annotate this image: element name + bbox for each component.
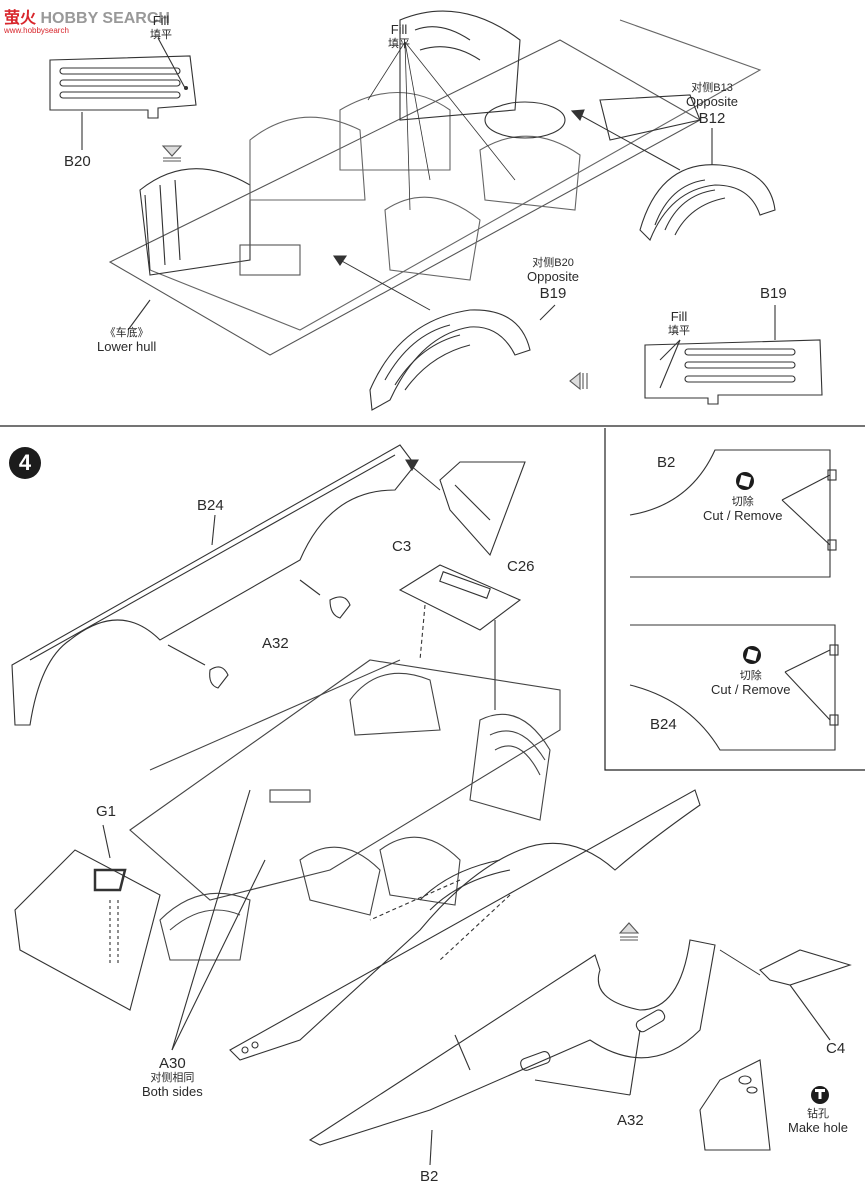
fill-label-en: Fill <box>152 13 170 28</box>
fill-label-cn: 填平 <box>388 37 410 50</box>
fill-label-cn: 填平 <box>150 28 172 41</box>
watermark-brand-en: HOBBY SEARCH <box>40 10 170 27</box>
c3-part <box>439 461 526 557</box>
drill-icon <box>811 1086 829 1104</box>
a30-both-sides-en: Both sides <box>142 1083 203 1099</box>
b20-detail-plate <box>49 37 197 119</box>
fill-label-cn: 填平 <box>668 324 690 337</box>
fill-label-center: Fill 填平 <box>388 22 410 51</box>
label-c26: C26 <box>507 558 535 575</box>
lower-hull-label: 《车底》 Lower hull <box>97 327 156 355</box>
lower-hull-cn: 《车底》 <box>104 327 149 339</box>
fill-leader-lines <box>367 41 516 211</box>
detail-label-b2: B2 <box>657 454 676 471</box>
b13-opposite-en: Opposite <box>686 93 739 109</box>
label-a30: A30 <box>159 1055 186 1072</box>
drill-label: 钻孔 Make hole <box>788 1108 848 1136</box>
detail-panel-border <box>604 428 865 771</box>
cut-label-2: 切除 Cut / Remove <box>711 670 790 698</box>
cut-cn: 切除 <box>739 670 762 682</box>
b24-side-panel <box>11 444 416 726</box>
b20-opposite-label: 对侧B20 Opposite B19 <box>527 257 579 302</box>
g1-plate <box>14 849 161 1011</box>
b2-side-panel-upper <box>229 789 701 1061</box>
a32-top-part-2 <box>209 666 229 689</box>
fill-label-en: Fill <box>390 22 408 37</box>
fill-label-b19: Fill 填平 <box>668 309 690 338</box>
cut-cn: 切除 <box>731 496 754 508</box>
label-c3: C3 <box>392 538 412 555</box>
b13-opposite-label: 对侧B13 Opposite B12 <box>686 82 738 127</box>
detail-label-b24: B24 <box>650 716 677 733</box>
cut-en: Cut / Remove <box>703 507 783 523</box>
watermark-logo: 萤火 HOBBY SEARCH www.hobbysearch <box>4 4 170 35</box>
b19-fender <box>369 309 531 411</box>
a30-both-sides-cn: 对侧相同 <box>150 1072 195 1085</box>
c4-part <box>699 949 852 1151</box>
drill-cn: 钻孔 <box>806 1108 829 1120</box>
a30-label: A30 对侧相同 Both sides <box>142 1055 203 1100</box>
label-c4: C4 <box>826 1040 846 1057</box>
b2-side-panel-lower <box>308 939 716 1146</box>
label-b19: B19 <box>539 284 567 302</box>
b20-opposite-cn: 对侧B20 <box>532 257 574 269</box>
watermark-brand-cn: 萤火 <box>4 10 37 27</box>
detail-b2-cut <box>629 449 837 578</box>
lower-hull-en: Lower hull <box>97 338 157 354</box>
fill-label-en: Fill <box>670 309 688 324</box>
cut-remove-icon <box>736 472 761 664</box>
label-a32-bottom: A32 <box>617 1112 644 1129</box>
upper-hull-drawing <box>129 659 561 961</box>
watermark-site: www.hobbysearch <box>4 26 69 35</box>
label-b19-detail: B19 <box>760 285 787 302</box>
label-b2: B2 <box>420 1168 439 1185</box>
step-number-badge: 4 <box>9 447 41 479</box>
down-arrow-icon <box>161 145 183 162</box>
cut-en: Cut / Remove <box>711 681 791 697</box>
label-b20: B20 <box>64 153 91 170</box>
b20-opposite-en: Opposite <box>527 268 580 284</box>
fill-label-b20: Fill 填平 <box>150 13 172 42</box>
b13-opposite-cn: 对侧B13 <box>691 82 733 94</box>
detail-b24-cut <box>629 624 839 751</box>
b12-fender <box>639 164 776 241</box>
label-a32-top: A32 <box>262 635 289 652</box>
lower-hull-drawing <box>108 10 762 356</box>
drill-en: Make hole <box>788 1119 848 1135</box>
c26-part <box>398 564 522 631</box>
label-b12: B12 <box>698 109 726 127</box>
cut-label-1: 切除 Cut / Remove <box>703 496 782 524</box>
label-g1: G1 <box>96 803 117 820</box>
b19-detail-plate <box>644 305 823 405</box>
left-arrow-icon <box>569 371 588 391</box>
label-b24: B24 <box>197 497 224 514</box>
up-arrow-icon <box>618 922 640 941</box>
a32-top-part <box>329 596 351 619</box>
